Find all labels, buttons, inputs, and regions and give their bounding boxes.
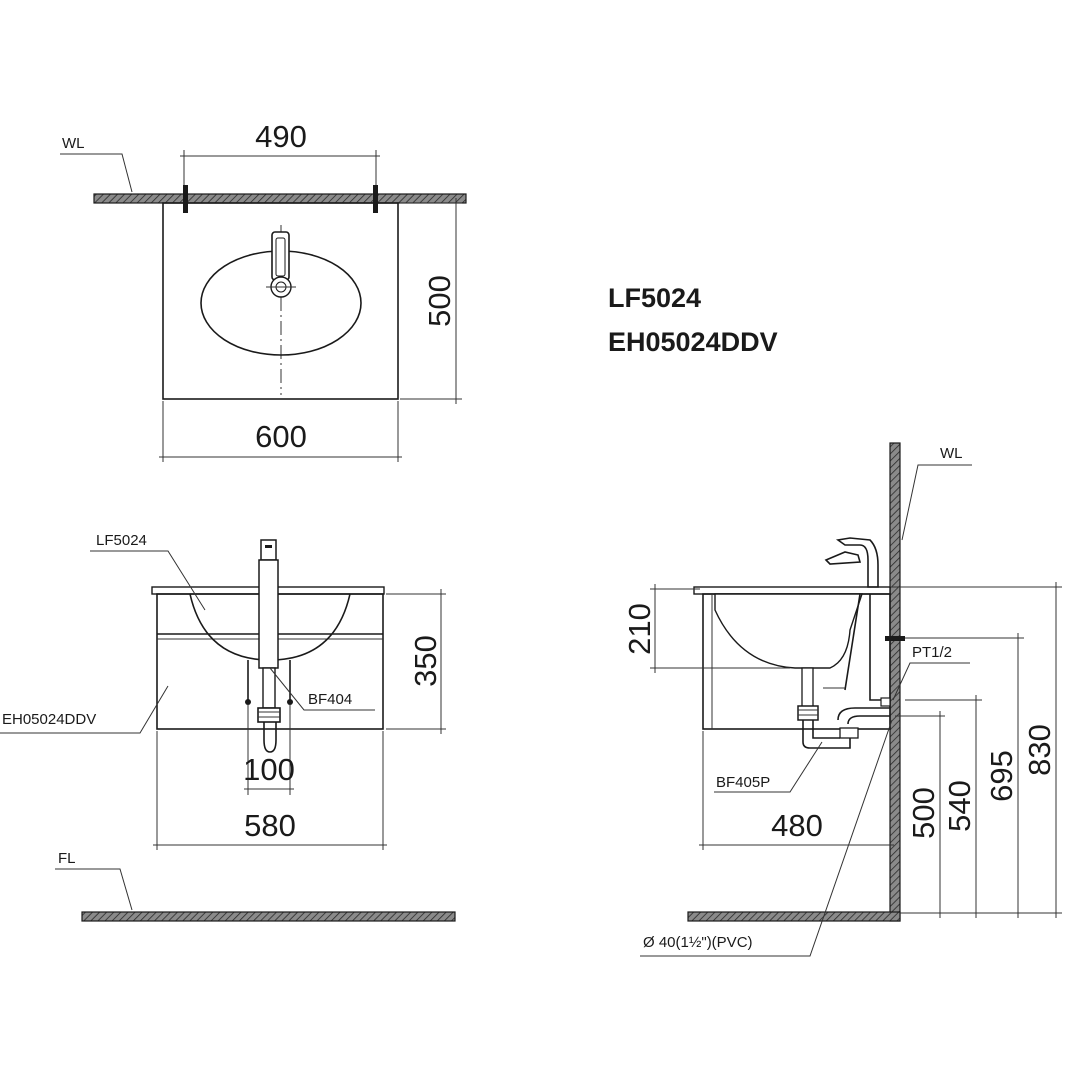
front-floor (81, 911, 456, 922)
side-basin-top (693, 586, 891, 595)
dim-480: 480 (771, 808, 823, 843)
top-faucet (271, 231, 290, 281)
dim-490: 490 (255, 119, 307, 154)
dim-580: 580 (244, 808, 296, 843)
front-basin-leader (90, 550, 206, 611)
top-bolt-left (183, 185, 188, 213)
dim-350: 350 (408, 635, 443, 687)
side-pipe-leader (640, 719, 893, 957)
side-drain-trap (797, 705, 819, 721)
dim-500-side: 500 (906, 787, 941, 839)
side-drain-leader (714, 741, 823, 793)
top-wl-leader (60, 153, 133, 193)
front-drain-leader (269, 667, 375, 711)
top-view: WL 490 500 600 (60, 119, 467, 462)
dim-100: 100 (243, 752, 295, 787)
top-bolt-right (373, 185, 378, 213)
dim-540: 540 (942, 780, 977, 832)
side-wall (889, 442, 901, 922)
side-wl-label: WL (940, 445, 963, 462)
top-wl-label: WL (62, 135, 85, 152)
top-wall (93, 193, 467, 204)
side-wl-leader (901, 464, 972, 541)
front-basin-label: LF5024 (96, 532, 147, 549)
side-valve-label: PT1/2 (912, 644, 952, 661)
side-valve-leader (892, 662, 970, 701)
front-cabinet-label: EH05024DDV (2, 711, 96, 728)
front-cabinet-leader (0, 685, 169, 734)
front-drain-trap (257, 707, 281, 723)
dim-830: 830 (1022, 724, 1057, 776)
front-fl-leader (55, 868, 133, 911)
front-view: LF5024 EH05024DDV BF404 350 100 580 FL (0, 532, 456, 922)
front-faucet-handle (260, 539, 277, 561)
dim-500-top: 500 (422, 275, 457, 327)
side-floor (687, 911, 901, 922)
front-fl-label: FL (58, 850, 76, 867)
side-faucet (835, 537, 879, 588)
dim-695: 695 (984, 750, 1019, 802)
front-faucet-body (258, 559, 279, 669)
side-pipe-label: Ø 40(1½")(PVC) (643, 934, 753, 951)
side-drain-label: BF405P (716, 774, 770, 791)
dim-600: 600 (255, 419, 307, 454)
side-basin-bowl (714, 593, 863, 669)
side-valve (885, 636, 905, 641)
side-view: WL PT1/2 BF405P Ø 40(1 (622, 442, 1062, 957)
model-basin-title: LF5024 (608, 283, 701, 313)
model-cabinet-title: EH05024DDV (608, 327, 778, 357)
dim-210: 210 (622, 603, 657, 655)
front-drain-label: BF404 (308, 691, 352, 708)
top-cabinet-outline (162, 202, 399, 400)
